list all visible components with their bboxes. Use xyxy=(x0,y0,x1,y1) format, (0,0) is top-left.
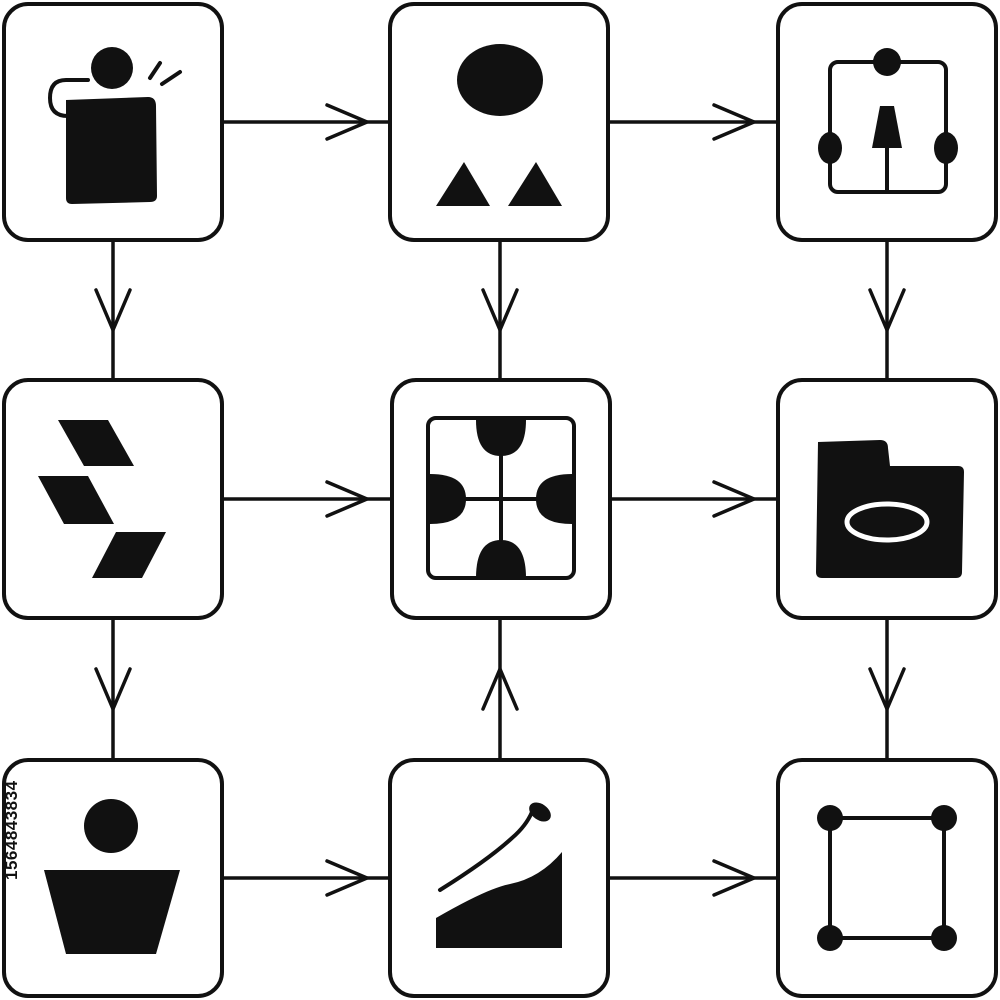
edge-n2-n5 xyxy=(481,240,519,380)
network-hub-icon xyxy=(426,416,576,580)
arrow-head xyxy=(712,480,756,518)
watermark-stock-id: 1564843834 xyxy=(2,780,21,880)
node-9 xyxy=(776,758,998,998)
node-5 xyxy=(390,378,612,620)
edge-n3-n6 xyxy=(868,240,906,380)
folder-with-ellipse-icon xyxy=(816,440,964,578)
person-bust-icon xyxy=(44,799,180,954)
edge-n6-n9 xyxy=(868,618,906,760)
node-4 xyxy=(2,378,224,620)
node-3 xyxy=(776,2,998,242)
edge-n4-n7 xyxy=(94,618,132,760)
person-at-podium-icon xyxy=(48,47,182,204)
node-7 xyxy=(2,758,224,998)
edge-n8-n5 xyxy=(481,618,519,760)
node-8 xyxy=(388,758,610,998)
edges xyxy=(94,103,906,897)
arrow-head xyxy=(712,859,756,897)
edge-n2-n3 xyxy=(609,103,778,141)
arrow-head xyxy=(868,288,906,332)
edge-n5-n6 xyxy=(609,480,778,518)
arrow-head xyxy=(94,288,132,332)
edge-n8-n9 xyxy=(609,859,778,897)
edge-n7-n8 xyxy=(222,859,391,897)
arrow-head xyxy=(481,288,519,332)
edge-n4-n5 xyxy=(222,480,391,518)
person-with-triangles-icon xyxy=(436,44,562,206)
arrow-head xyxy=(325,480,369,518)
square-node-graph-icon xyxy=(817,805,957,951)
arrow-head xyxy=(94,667,132,711)
node-2 xyxy=(388,2,610,242)
framed-figure-icon xyxy=(818,48,958,194)
arrow-head xyxy=(325,103,369,141)
growth-curve-icon xyxy=(436,802,562,948)
node-6 xyxy=(776,378,998,620)
arrow-head xyxy=(325,859,369,897)
node-1 xyxy=(2,2,224,242)
arrow-head xyxy=(712,103,756,141)
arrow-head xyxy=(868,667,906,711)
edge-n1-n2 xyxy=(222,103,391,141)
stacked-parallelograms-icon xyxy=(38,420,166,578)
arrow-head xyxy=(481,667,519,711)
edge-n1-n4 xyxy=(94,240,132,380)
